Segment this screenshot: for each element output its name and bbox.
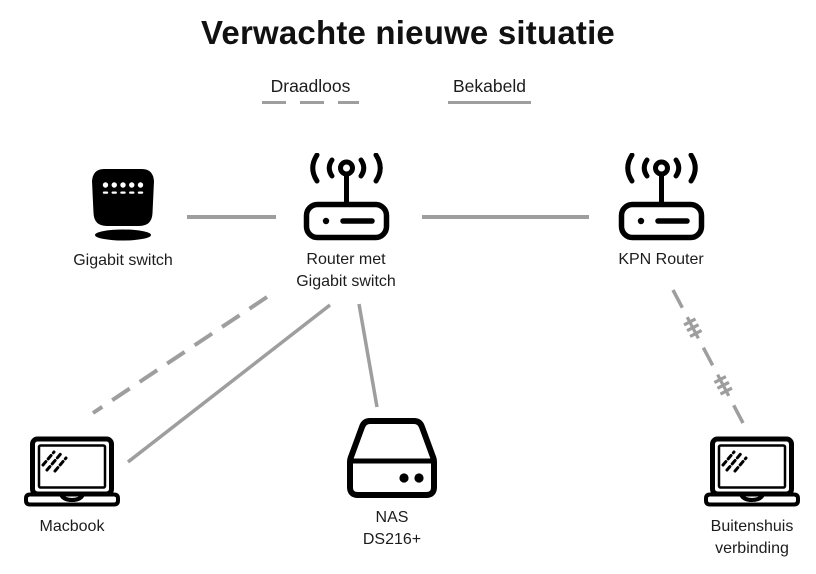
wireless-router-icon bbox=[618, 153, 705, 241]
external-link-marker-icon bbox=[713, 373, 733, 397]
connection-kpn-buitenshuis-external bbox=[671, 289, 745, 424]
connection-router-macbook-wireless bbox=[91, 295, 269, 415]
connection-router-macbook-wired bbox=[126, 303, 332, 464]
legend-wired-line-sample bbox=[448, 101, 531, 104]
connection-router-nas-wired bbox=[357, 303, 379, 408]
laptop-icon bbox=[704, 436, 800, 507]
node-label-gigabit-switch: Gigabit switch bbox=[73, 252, 173, 269]
node-router: Router met Gigabit switch bbox=[273, 153, 419, 293]
node-macbook: Macbook bbox=[0, 436, 145, 538]
legend-wireless-label: Draadloos bbox=[270, 76, 351, 96]
external-dashed-line bbox=[671, 289, 745, 424]
node-label-nas: NAS DS216+ bbox=[362, 509, 422, 548]
wireless-router-icon bbox=[303, 153, 390, 241]
legend-item-wired: Bekabeld bbox=[448, 76, 531, 104]
node-label-buitenshuis: Buitenshuis verbinding bbox=[710, 518, 794, 557]
switch-icon bbox=[92, 169, 154, 241]
node-kpn-router: KPN Router bbox=[588, 153, 734, 271]
legend-wireless-line-sample bbox=[262, 101, 359, 104]
page-title: Verwachte nieuwe situatie bbox=[201, 14, 615, 51]
laptop-icon bbox=[24, 436, 120, 507]
legend-item-wireless: Draadloos bbox=[262, 76, 359, 104]
node-buitenshuis: Buitenshuis verbinding bbox=[679, 436, 816, 560]
legend-wired-label: Bekabeld bbox=[453, 76, 526, 96]
nas-icon bbox=[347, 418, 437, 498]
node-nas: NAS DS216+ bbox=[319, 417, 465, 551]
node-label-kpn-router: KPN Router bbox=[618, 251, 704, 268]
external-link-marker-icon bbox=[683, 316, 703, 340]
node-label-macbook: Macbook bbox=[39, 518, 105, 535]
node-label-router: Router met Gigabit switch bbox=[296, 251, 396, 290]
node-gigabit-switch: Gigabit switch bbox=[50, 166, 196, 272]
